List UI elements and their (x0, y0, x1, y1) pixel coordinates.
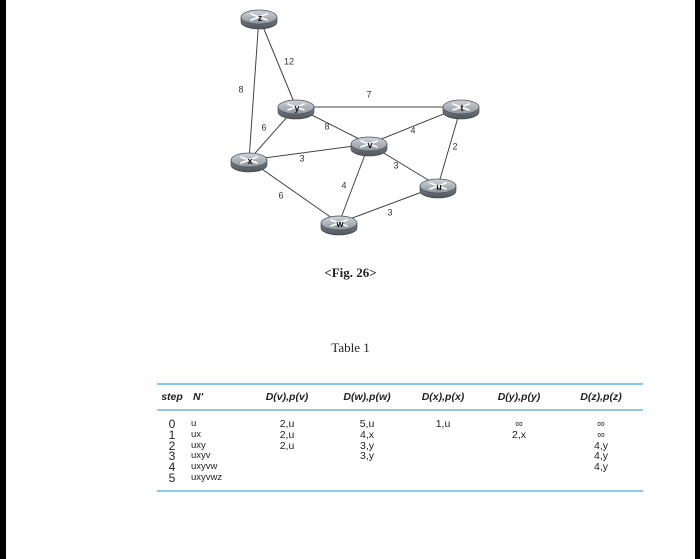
cell-dz: ∞ (597, 428, 605, 441)
router-node-y: y (277, 99, 315, 120)
cell-dv (247, 462, 327, 473)
cell-dx: 1,u (435, 418, 451, 430)
cell-dx (407, 473, 479, 491)
network-graph: 12 8 7 6 8 3 6 4 3 4 2 3 z y t v x u w (230, 9, 480, 236)
cell-dy (479, 451, 559, 462)
cell-step: 2 (168, 438, 176, 453)
cell-step: 4 (168, 460, 176, 475)
cell-dw: 4,x (359, 428, 374, 441)
edge-weight-y-t: 7 (366, 90, 371, 100)
edge-weight-v-u: 3 (393, 161, 398, 171)
cell-dx (407, 451, 479, 462)
header-dw: D(w),p(w) (343, 391, 391, 403)
cell-dz: ∞ (597, 418, 605, 430)
cell-dy: ∞ (515, 418, 523, 430)
header-step: step (161, 391, 183, 403)
cell-dy (479, 462, 559, 473)
table-row: 2 uxy 2,u 3,y 4,y (157, 438, 643, 453)
table-row: 0 u 2,u 5,u 1,u ∞ ∞ (157, 410, 643, 430)
edge-v-w (338, 143, 370, 224)
header-dz: D(z),p(z) (580, 391, 622, 403)
edge-z-y (258, 16, 297, 108)
edge-weight-z-y: 12 (284, 57, 294, 67)
router-label-w: w (335, 219, 344, 229)
header-dy: D(y),p(y) (497, 391, 541, 403)
edge-weight-y-x: 6 (261, 123, 266, 133)
figure-caption: <Fig. 26> (324, 265, 377, 280)
router-node-t: t (442, 99, 480, 120)
cell-dx (407, 441, 479, 452)
cell-nprime: uxyv (191, 450, 211, 462)
router-label-t: t (461, 103, 464, 113)
cell-step: 5 (168, 470, 176, 485)
cell-step: 0 (168, 417, 176, 431)
cell-nprime: uxy (191, 439, 206, 451)
cell-dw: 3,y (359, 439, 374, 452)
table-header-row: step N' D(v),p(v) D(w),p(w) D(x),p(x) D(… (157, 384, 643, 410)
edge-weight-t-u: 2 (452, 142, 457, 152)
router-node-x: x (230, 152, 268, 173)
router-label-u: u (436, 182, 442, 192)
router-label-x: x (247, 156, 252, 166)
cell-dz: 4,y (593, 450, 608, 463)
edge-weight-u-w: 3 (387, 208, 392, 218)
cell-dv: 2,u (279, 439, 295, 452)
edge-x-w (248, 159, 340, 224)
edge-weight-y-v: 8 (324, 122, 329, 132)
router-label-y: y (294, 103, 299, 113)
table-title: Table 1 (331, 340, 370, 355)
edge-x-v (248, 143, 370, 161)
cell-dw: 5,u (359, 418, 375, 430)
cell-nprime: uxyvw (191, 461, 218, 473)
cell-dw: 3,y (359, 450, 374, 463)
table-row: 3 uxyv 3,y 4,y (157, 449, 643, 464)
table-row: 5 uxyvwz (157, 470, 643, 491)
cell-dv: 2,u (279, 418, 295, 430)
cell-dy (479, 441, 559, 452)
cell-dv (247, 473, 327, 491)
router-label-v: v (367, 140, 372, 150)
cell-nprime: ux (191, 428, 202, 440)
cell-dw (327, 462, 407, 473)
header-dv: D(v),p(v) (265, 391, 309, 403)
table-row: 4 uxyvw 4,y (157, 460, 643, 475)
cell-dz: 4,y (593, 461, 608, 474)
edge-weight-x-v: 3 (299, 154, 304, 164)
router-node-v: v (350, 136, 388, 157)
router-node-u: u (419, 178, 457, 199)
cell-step: 3 (168, 449, 176, 464)
edge-weight-z-x: 8 (238, 85, 243, 95)
cell-dx (407, 462, 479, 473)
cell-step: 1 (168, 427, 176, 442)
edge-t-u (437, 106, 462, 187)
cell-dz (559, 473, 643, 491)
edge-z-x (248, 16, 260, 161)
cell-dv: 2,u (279, 428, 295, 441)
router-label-z: z (258, 13, 263, 23)
header-dx: D(x),p(x) (421, 391, 465, 403)
cell-dz: 4,y (593, 439, 608, 452)
router-node-z: z (240, 9, 278, 30)
table-row: 1 ux 2,u 4,x 2,x ∞ (157, 427, 643, 442)
dijkstra-table: step N' D(v),p(v) D(w),p(w) D(x),p(x) D(… (157, 383, 643, 492)
cell-dy: 2,x (511, 428, 526, 441)
router-node-w: w (320, 215, 358, 236)
cell-dw (327, 473, 407, 491)
header-nprime: N' (193, 391, 204, 403)
cell-nprime: uxyvwz (191, 471, 223, 483)
cell-dy (479, 473, 559, 491)
cell-dv (247, 451, 327, 462)
cell-dx (407, 430, 479, 441)
edge-weight-x-w: 6 (278, 191, 283, 201)
edge-weight-v-w: 4 (341, 181, 346, 191)
cell-nprime: u (191, 418, 197, 429)
edge-weight-v-t: 4 (410, 126, 415, 136)
